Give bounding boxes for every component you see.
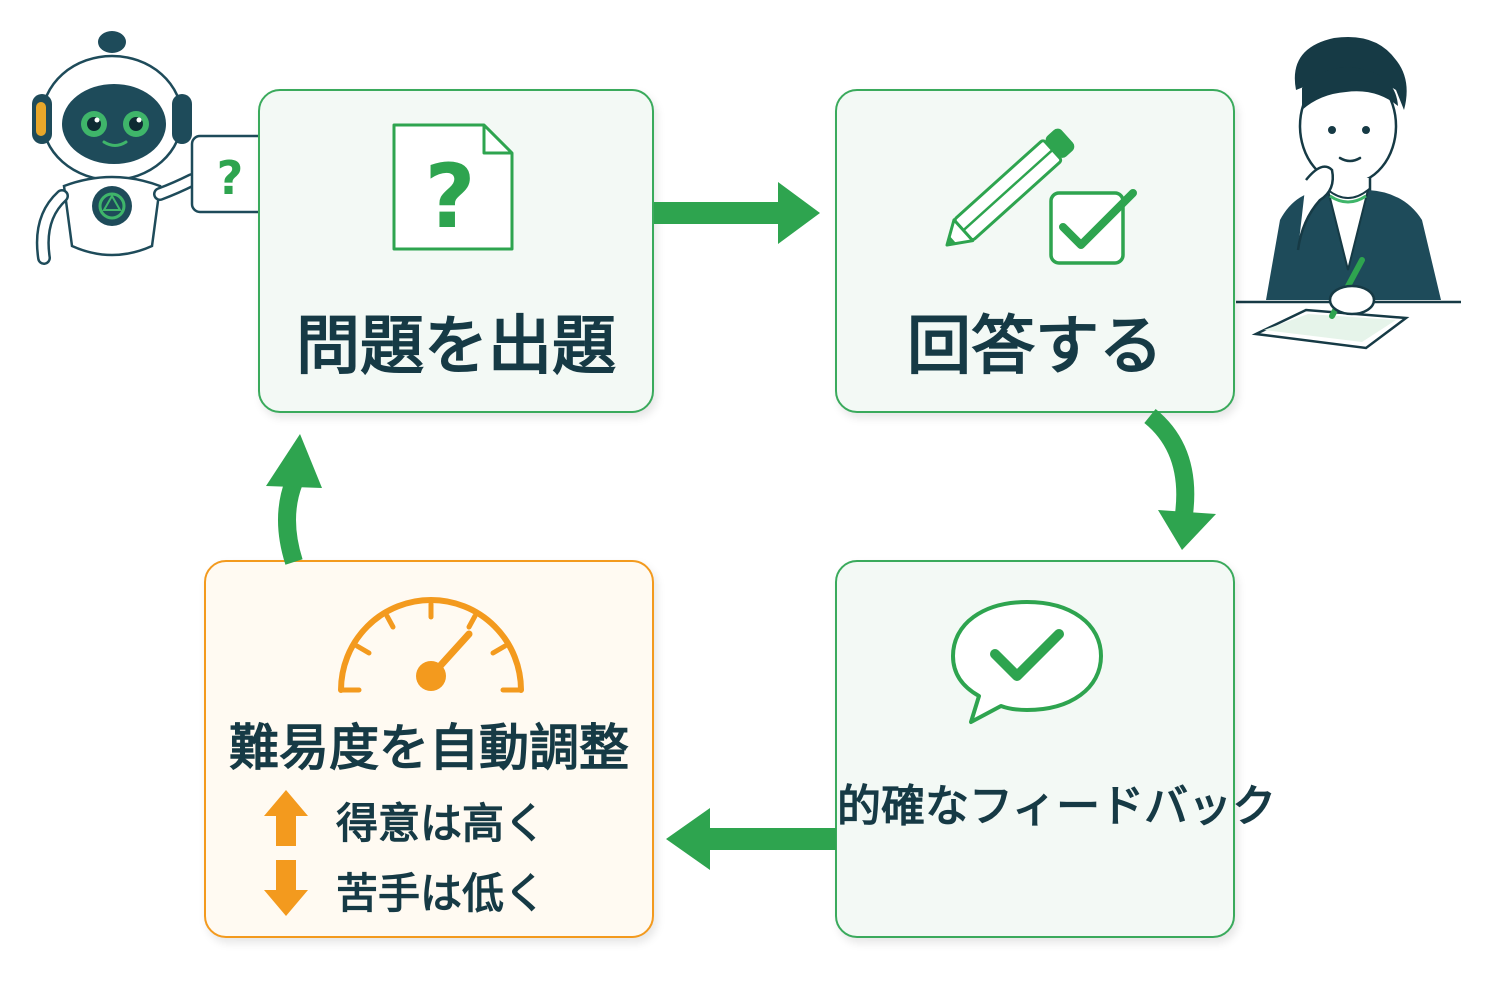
step-answer-title: 回答する bbox=[907, 310, 1163, 384]
flow-arrow-to-answer bbox=[654, 182, 820, 244]
step-answer-card: 回答する bbox=[835, 89, 1235, 413]
robot-character: ? bbox=[32, 31, 270, 265]
rule-strong-higher: 得意は高く bbox=[336, 799, 547, 848]
question-document-icon: ? bbox=[392, 123, 514, 251]
robot-card-question-mark: ? bbox=[217, 151, 244, 205]
flow-arrow-to-feedback bbox=[1144, 409, 1216, 550]
pencil-checkbox-icon bbox=[945, 128, 1137, 265]
arrow-down-icon bbox=[264, 860, 308, 916]
step-pose-question-card: ? 問題を出題 bbox=[258, 89, 654, 413]
step-adjust-card: 難易度を自動調整 得意は高く 苦手は低く bbox=[204, 560, 654, 938]
flow-arrow-to-adjust bbox=[666, 808, 836, 870]
arrow-up-icon bbox=[264, 790, 308, 846]
step-pose-question-title: 問題を出題 bbox=[296, 310, 616, 384]
student-character bbox=[1236, 36, 1461, 350]
flow-arrow-to-pose-question bbox=[266, 434, 322, 565]
step-feedback-title: 的確なフィードバック bbox=[837, 781, 1277, 832]
question-mark-glyph: ? bbox=[424, 145, 475, 248]
step-adjust-title: 難易度を自動調整 bbox=[229, 719, 629, 777]
rule-weak-lower: 苦手は低く bbox=[336, 869, 547, 918]
speedometer-icon bbox=[338, 597, 524, 693]
check-speech-bubble-icon bbox=[951, 600, 1103, 724]
step-feedback-card: 的確なフィードバック bbox=[835, 560, 1277, 938]
